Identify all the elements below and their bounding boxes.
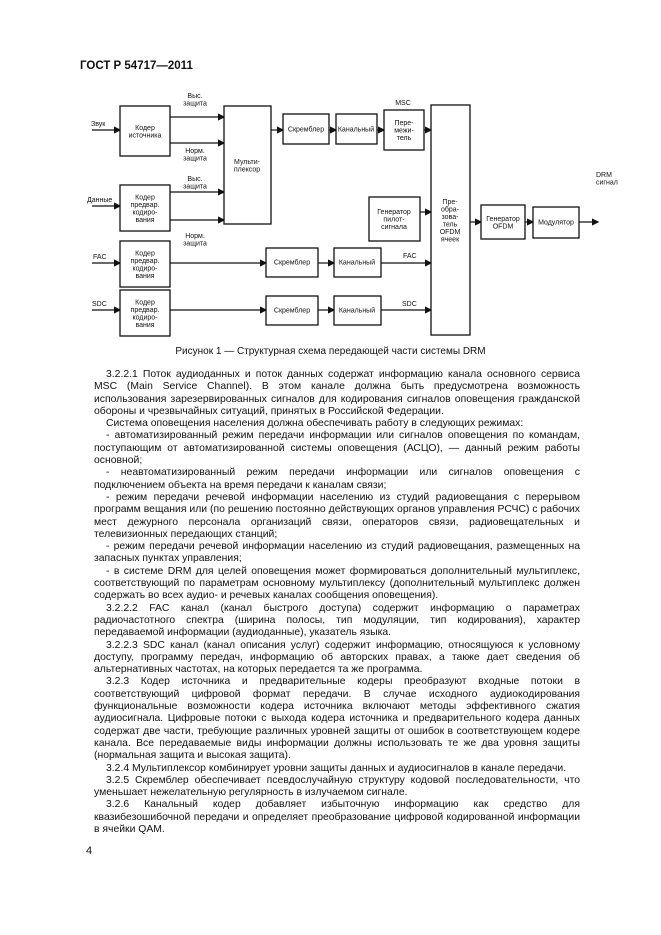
scrambler-fac-label: Скремблер	[274, 259, 310, 267]
paragraph: 3.2.4 Мультиплексор комбинирует уровни з…	[106, 762, 567, 774]
normal-protection-label: Норм.защита	[183, 148, 207, 163]
scrambler-sdc-block	[265, 295, 319, 326]
paragraph: 3.2.2.1 Поток аудиоданных и поток данных…	[94, 369, 580, 417]
paragraph: 3.2.2.2 FAC канал (канал быстрого доступ…	[94, 602, 580, 639]
normal-protection-label: Норм.защита	[183, 233, 207, 248]
channel-msc-label: Канальный	[338, 126, 374, 134]
fac-input-label: FAC	[93, 254, 107, 261]
modulator-block	[532, 206, 580, 239]
paragraph: 3.2.5 Скремблер обеспечивает псевдослуча…	[94, 774, 580, 799]
channel-coder-msc-block	[335, 113, 378, 145]
modulator-label: Модулятор	[538, 220, 574, 227]
paragraph: 3.2.2.3 SDC канал (канал описания услуг)…	[94, 639, 580, 676]
sdc-line-label: SDC	[402, 301, 417, 308]
scrambler-fac-block	[265, 247, 319, 278]
body-text: 3.2.2.1 Поток аудиоданных и поток данных…	[94, 369, 580, 836]
list-item: - режим передачи речевой информации насе…	[94, 541, 580, 565]
scrambler-msc-label: Скремблер	[288, 126, 324, 134]
precoder-sdc-block	[119, 289, 171, 337]
channel-sdc-label: Канальный	[339, 307, 375, 315]
data-input-label: Данные	[87, 197, 112, 204]
msc-label: MSC	[395, 100, 411, 107]
paragraph: 3.2.6 Канальный кодер добавляет избыточн…	[94, 799, 580, 835]
precoder-fac-block	[119, 240, 171, 288]
interleaver-block	[383, 109, 425, 151]
source-coder-block	[119, 105, 171, 157]
ofdm-generator-block	[480, 204, 526, 240]
list-item: - режим передачи речевой информации насе…	[94, 491, 580, 540]
pilot-generator-block	[368, 196, 421, 242]
channel-coder-sdc-block	[333, 295, 382, 326]
high-protection-label: Выс.защита	[183, 93, 207, 108]
sdc-input-label: SDC	[92, 301, 107, 308]
channel-coder-fac-block	[333, 247, 382, 278]
page-number: 4	[86, 845, 93, 857]
paragraph: 3.2.3 Кодер источника и предварительные …	[94, 676, 580, 762]
multiplexer-block	[223, 105, 272, 225]
mux-label: Мульти-плексор	[234, 159, 261, 174]
list-item: - в системе DRM для целей оповещения мож…	[94, 565, 580, 602]
document-header: ГОСТ Р 54717—2011	[80, 60, 193, 72]
ofdm-cell-former-block	[430, 104, 471, 336]
channel-fac-label: Канальный	[339, 259, 375, 267]
precoder-data-block	[119, 184, 171, 232]
interleaver-label: Пере-межи-тель	[394, 120, 414, 142]
figure-caption: Рисунок 1 — Структурная схема передающей…	[175, 346, 486, 357]
list-item: - неавтоматизированный режим передачи ин…	[94, 467, 580, 491]
fac-line-label: FAC	[403, 253, 417, 260]
list-item: - автоматизированный режим передачи инфо…	[94, 430, 580, 467]
scrambler-msc-block	[282, 113, 330, 145]
scrambler-sdc-label: Скремблер	[274, 307, 310, 315]
paragraph: Система оповещения населения должна обес…	[106, 418, 524, 430]
audio-input-label: Звук	[91, 121, 106, 128]
high-protection-label: Выс.защита	[183, 176, 207, 191]
